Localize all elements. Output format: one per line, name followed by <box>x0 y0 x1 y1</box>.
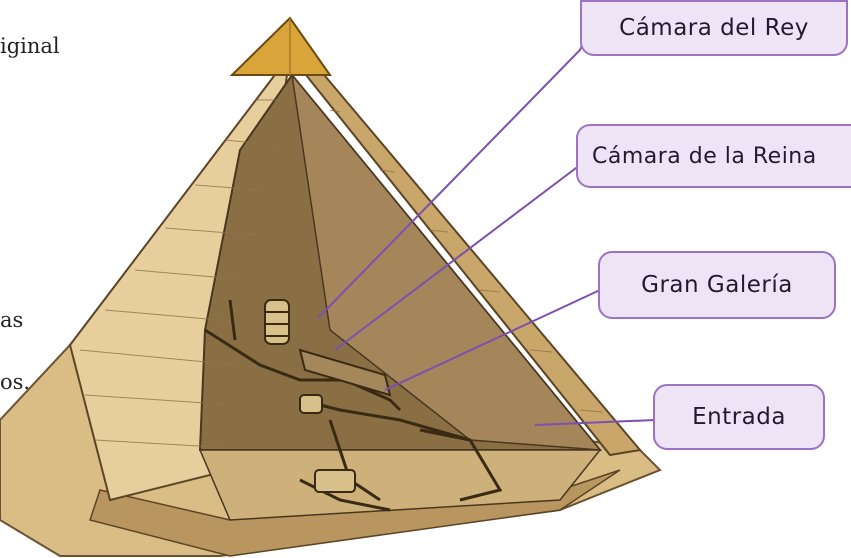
label-queen-chamber: Cámara de la Reina <box>576 124 851 188</box>
label-entrance: Entrada <box>653 384 825 450</box>
label-king-chamber-text: Cámara del Rey <box>619 15 809 41</box>
capstone <box>232 18 330 75</box>
side-text-3: os. <box>0 370 30 394</box>
side-text-2: as <box>0 308 23 332</box>
label-entrance-text: Entrada <box>692 404 786 430</box>
label-grand-gallery: Gran Galería <box>598 251 836 319</box>
label-grand-gallery-text: Gran Galería <box>641 272 793 298</box>
label-king-chamber: Cámara del Rey <box>580 0 848 56</box>
label-queen-chamber-text: Cámara de la Reina <box>592 144 817 169</box>
side-text-1: iginal <box>0 34 60 58</box>
king-chamber-block <box>265 300 289 344</box>
